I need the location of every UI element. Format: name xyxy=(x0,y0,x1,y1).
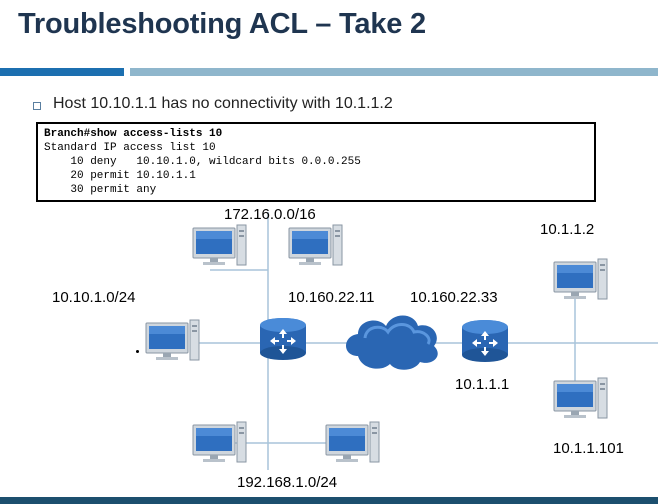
label-router2-lan: 10.1.1.1 xyxy=(455,376,510,393)
pc-bottom-right-icon xyxy=(325,421,380,463)
label-net-top: 172.16.0.0/16 xyxy=(224,206,316,223)
router-hq-icon xyxy=(462,320,508,362)
router-branch-icon xyxy=(260,318,306,360)
pc-bottom-left-icon xyxy=(192,421,247,463)
title-underline-dark xyxy=(0,68,124,76)
title-underline-light xyxy=(130,68,658,76)
label-net-left: 10.10.1.0/24 xyxy=(52,289,136,306)
cli-command: show access-lists 10 xyxy=(90,128,223,140)
slide-title: Troubleshooting ACL – Take 2 xyxy=(18,8,426,40)
label-host-bottom-right: 10.1.1.101 xyxy=(553,440,624,457)
label-router2-ip: 10.160.22.33 xyxy=(410,289,498,306)
cli-prompt: Branch# xyxy=(44,128,91,140)
pc-host-10-1-1-101-icon xyxy=(553,377,608,419)
stray-dot xyxy=(136,350,139,353)
label-host-top-right: 10.1.1.2 xyxy=(540,221,595,238)
wan-cloud-icon xyxy=(346,315,438,370)
bullet-text: Host 10.10.1.1 has no connectivity with … xyxy=(53,95,393,112)
pc-top-right-icon xyxy=(288,224,343,266)
label-router1-ip: 10.160.22.11 xyxy=(288,289,375,306)
cli-line-3: 20 permit 10.10.1.1 xyxy=(44,170,196,182)
pc-top-left-icon xyxy=(192,224,247,266)
bullet-icon xyxy=(33,102,41,110)
cli-output-box: Branch#show access-lists 10 Standard IP … xyxy=(36,122,596,202)
pc-left-icon xyxy=(145,319,200,361)
footer-bar xyxy=(0,497,658,504)
cli-line-4: 30 permit any xyxy=(44,184,157,196)
label-net-bottom: 192.168.1.0/24 xyxy=(237,474,338,491)
cli-line-2: 10 deny 10.10.1.0, wildcard bits 0.0.0.2… xyxy=(44,156,361,168)
cli-line-1: Standard IP access list 10 xyxy=(44,142,216,154)
pc-host-10-1-1-2-icon xyxy=(553,258,608,300)
